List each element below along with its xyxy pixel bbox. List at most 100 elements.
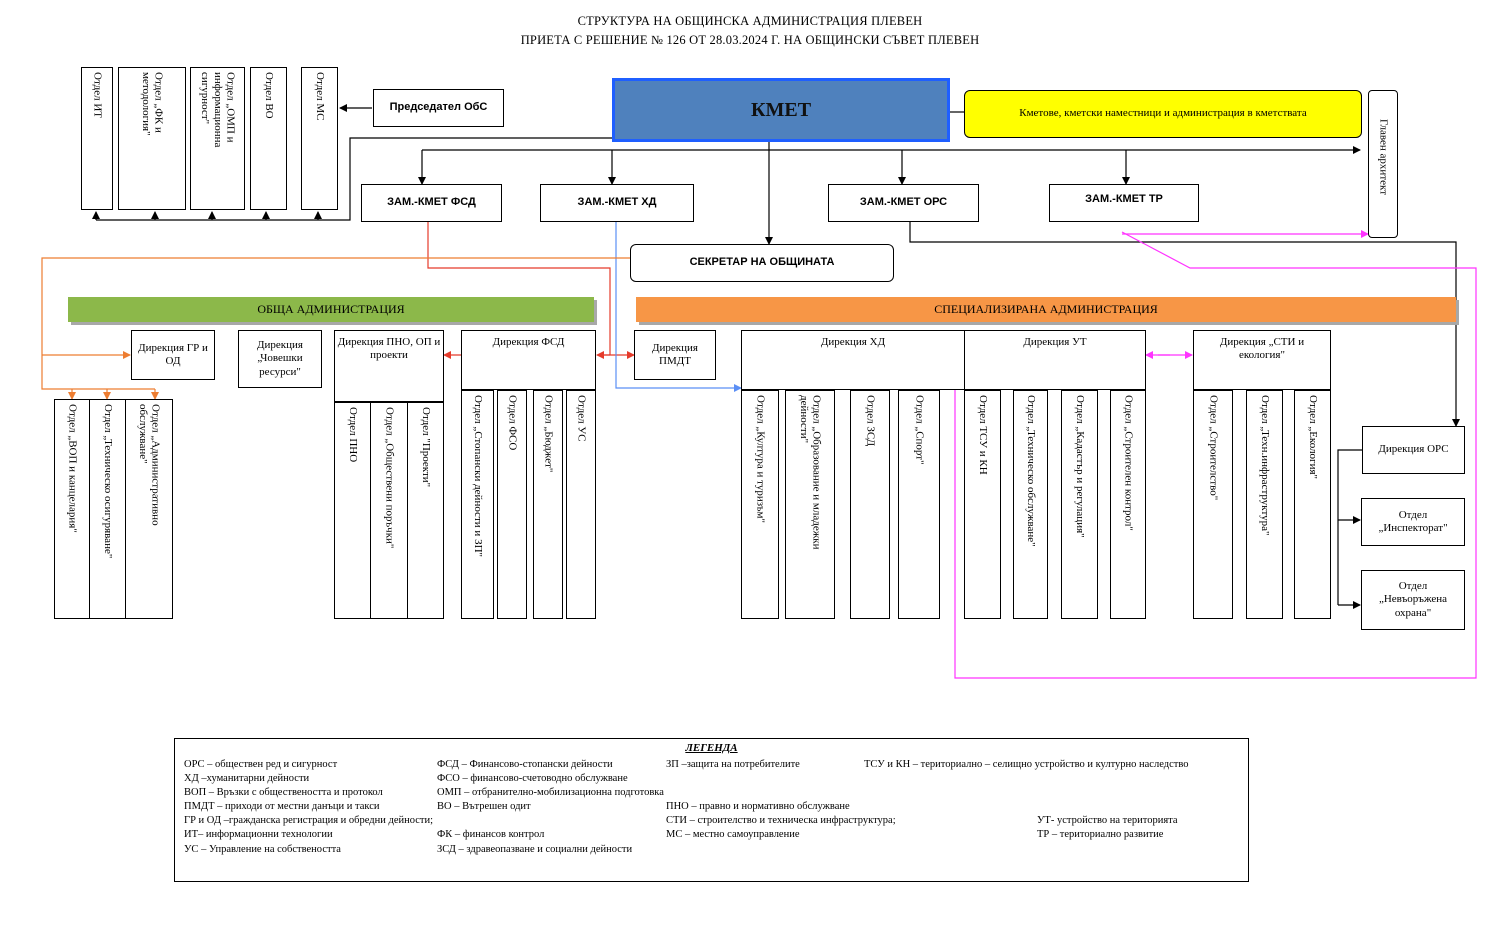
chief-architect-label: Главен архитект [1377,119,1390,196]
legend-item: ТР – териториално развитие [1037,829,1164,840]
deputy-tr-box: ЗАМ.-КМЕТ ТР [1049,184,1199,222]
dept-culture-label: Отдел „Култура и туризъм" [754,395,767,523]
dept-admin-service: Отдел „Административно обслужване" [125,399,173,619]
deputy-hd-label: ЗАМ.-КМЕТ ХД [577,196,657,209]
dept-tsu: Отдел ТСУ и КН [964,390,1001,619]
specialized-admin-label: СПЕЦИАЛИЗИРАНА АДМИНИСТРАЦИЯ [934,302,1158,316]
dept-fso-label: Отдел ФСО [506,395,519,451]
legend-item: ТСУ и КН – териториално – селищно устрой… [864,759,1189,770]
mayors-box: Кметове, кметски наместници и администра… [964,90,1362,138]
secretary-box: СЕКРЕТАР НА ОБЩИНАТА [630,244,894,282]
dept-cadastre: Отдел „Кадастър и регулация" [1061,390,1098,619]
general-admin-banner: ОБЩА АДМИНИСТРАЦИЯ [68,297,594,322]
dept-pno: Отдел ПНО [334,402,371,619]
dept-ecology-label: Отдел „Екология" [1306,395,1319,480]
legend-item: СТИ – строителство и техническа инфрастр… [666,815,896,826]
legend-title: ЛЕГЕНДА [685,742,738,754]
directorate-ut-label: Дирекция УТ [1023,336,1087,348]
directorate-ors-box: Дирекция ОРС [1362,426,1465,474]
dept-construction-control: Отдел „Строителен контрол" [1110,390,1146,619]
directorate-pno-label: Дирекция ПНО, ОП и проекти [337,336,441,362]
dept-projects: Отдел "Проекти" [407,402,444,619]
dept-education: Отдел „Образование и младежки дейности" [785,390,835,619]
dept-cadastre-label: Отдел „Кадастър и регулация" [1073,395,1086,538]
deputy-ors-box: ЗАМ.-КМЕТ ОРС [828,184,979,222]
dept-us: Отдел УС [566,390,596,619]
directorate-pno-box: Дирекция ПНО, ОП и проекти [334,330,444,402]
directorate-hr-box: Дирекция „Човешки ресурси" [238,330,322,388]
dept-vop: Отдел „ВОП и канцелария" [54,399,90,619]
dept-tech-service-label: Отдел „Техническо обслужване" [1024,395,1037,547]
dept-omp-label: Отдел „ОМП и информационна сигурност" [199,72,237,148]
directorate-ors-label: Дирекция ОРС [1378,443,1449,456]
directorate-fsd-box: Дирекция ФСД [461,330,596,390]
dept-economic: Отдел „Стопански дейности и ЗП" [461,390,494,619]
legend-item: ПНО – правно и нормативно обслужване [666,801,850,812]
dept-construction-control-label: Отдел „Строителен контрол" [1122,395,1135,531]
legend-item: УТ- устройство на територията [1037,815,1178,826]
dept-culture: Отдел „Култура и туризъм" [741,390,779,619]
directorate-gr-label: Дирекция ГР и ОД [138,341,208,367]
dept-it-label: Отдел ИТ [91,72,104,118]
dept-omp: Отдел „ОМП и информационна сигурност" [190,67,245,210]
directorate-ut-box: Дирекция УТ [964,330,1146,390]
dept-fk: Отдел „ФК и методология" [118,67,186,210]
dept-tsu-label: Отдел ТСУ и КН [976,395,989,475]
dept-zsd-label: Отдел ЗСД [864,395,877,447]
chart-title: СТРУКТУРА НА ОБЩИНСКА АДМИНИСТРАЦИЯ ПЛЕВ… [577,14,923,28]
dept-vo-label: Отдел ВО [262,72,275,119]
dept-public-procurement: Отдел „Обществени поръчки" [370,402,408,619]
directorate-pmdt-box: Дирекция ПМДТ [634,330,716,380]
chairman-label: Председател ОбС [389,101,488,114]
chairman-box: Председател ОбС [373,89,504,127]
dept-tech-support: Отдел „Техническо осигуряване" [89,399,126,619]
dept-tech-support-label: Отдел „Техническо осигуряване" [101,404,114,559]
legend-item: ФСД – Финансово-стопански дейности [437,759,613,770]
dept-education-label: Отдел „Образование и младежки дейности" [798,395,823,550]
directorate-gr-box: Дирекция ГР и ОД [131,330,215,380]
legend-item: ОМП – отбранително-мобилизационна подгот… [437,787,664,798]
legend-item: УС – Управление на собствеността [184,844,341,855]
legend-item: ЗСД – здравеопазване и социални дейности [437,844,633,855]
dept-budget: Отдел „Бюджет" [533,390,563,619]
directorate-hr-label: Дирекция „Човешки ресурси" [257,339,303,378]
dept-it: Отдел ИТ [81,67,113,210]
dept-vop-label: Отдел „ВОП и канцелария" [66,404,79,533]
dept-inspectorate-label: Отдел „Инспекторат" [1378,508,1448,534]
dept-ms-label: Отдел МС [313,72,326,121]
dept-budget-label: Отдел „Бюджет" [542,395,555,473]
dept-sport: Отдел „Спорт" [898,390,940,619]
dept-us-label: Отдел УС [575,395,588,442]
dept-vo: Отдел ВО [250,67,287,210]
directorate-sti-label: Дирекция „СТИ и екология" [1219,336,1305,362]
legend-item: ЗП –защита на потребителите [666,759,800,770]
legend-item: ГР и ОД –гражданска регистрация и обредн… [184,815,434,826]
kmet-box: КМЕТ [612,78,950,142]
chief-architect-box: Главен архитект [1368,90,1398,238]
deputy-tr-label: ЗАМ.-КМЕТ ТР [1085,193,1163,205]
legend-item: ФК – финансов контрол [437,829,545,840]
directorate-fsd-label: Дирекция ФСД [492,336,565,348]
dept-guard: Отдел „Невъоръжена охрана" [1361,570,1465,630]
dept-admin-service-label: Отдел „Административно обслужване" [137,404,162,526]
dept-inspectorate: Отдел „Инспекторат" [1361,498,1465,546]
dept-projects-label: Отдел "Проекти" [419,407,432,488]
dept-infrastructure-label: Отдел „Техн.инфраструктура" [1258,395,1271,536]
directorate-hd-box: Дирекция ХД [741,330,965,390]
directorate-pmdt-label: Дирекция ПМДТ [652,341,698,367]
legend-item: ОРС – обществен ред и сигурност [184,759,338,770]
deputy-ors-label: ЗАМ.-КМЕТ ОРС [859,196,948,209]
general-admin-label: ОБЩА АДМИНИСТРАЦИЯ [257,302,405,316]
legend: ЛЕГЕНДА ОРС – обществен ред и сигурност … [174,738,1249,882]
specialized-admin-banner: СПЕЦИАЛИЗИРАНА АДМИНИСТРАЦИЯ [636,297,1456,322]
legend-item: ВО – Вътрешен одит [437,801,531,812]
dept-building-label: Отдел „Строителство" [1207,395,1220,501]
directorate-sti-box: Дирекция „СТИ и екология" [1193,330,1331,390]
dept-tech-service: Отдел „Техническо обслужване" [1013,390,1048,619]
legend-item: ФСО – финансово-счетоводно обслужване [437,773,628,784]
dept-zsd: Отдел ЗСД [850,390,890,619]
dept-public-procurement-label: Отдел „Обществени поръчки" [383,407,396,549]
secretary-label: СЕКРЕТАР НА ОБЩИНАТА [689,256,835,269]
